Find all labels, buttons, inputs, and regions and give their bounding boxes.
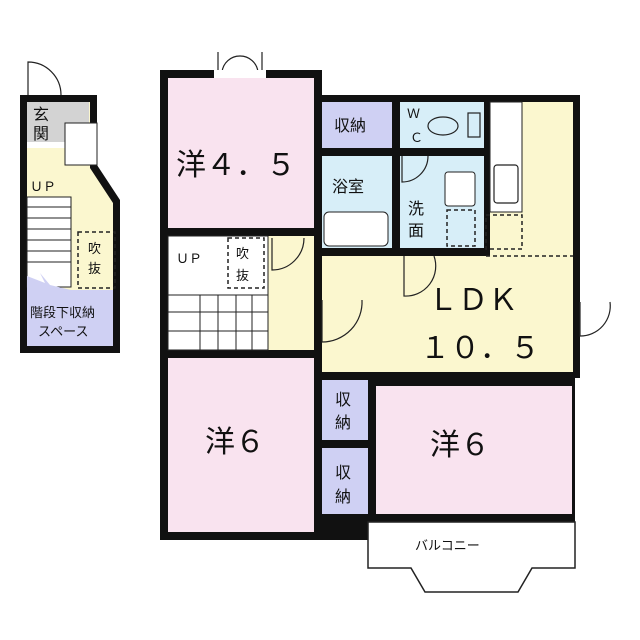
fridge-space <box>485 214 523 250</box>
washroom-label: 面 <box>408 221 424 240</box>
void-area <box>227 237 265 289</box>
room-western-6-right-label: 洋６ <box>430 428 490 463</box>
first-floor-plan: 玄 関 ＵＰ 吹 抜 階段下収納 スペース <box>20 61 120 353</box>
ldk-size-label: １０．５ <box>420 331 540 366</box>
room-western-4-5-label: 洋４．５ <box>176 148 296 183</box>
closet-middle-label: 収 <box>335 390 351 409</box>
void-area <box>77 231 116 289</box>
door-swing-icon <box>321 299 363 343</box>
balcony-door-icon <box>217 52 263 73</box>
under-stair-storage-label: 階段下収納 <box>30 306 95 321</box>
room-western-6-left-label: 洋６ <box>205 425 265 460</box>
room-western-6-right <box>376 386 572 514</box>
entrance-door-icon <box>27 61 62 96</box>
ldk-room <box>322 256 573 372</box>
void-label: 抜 <box>236 268 249 284</box>
door-swing-icon <box>271 237 305 271</box>
closet-lower-label: 納 <box>335 487 351 506</box>
wc-label: Ｃ <box>410 131 423 146</box>
closet-lower <box>322 448 368 514</box>
bathroom-label: 浴室 <box>332 177 364 196</box>
door-swing-icon <box>579 301 611 337</box>
ldk-label: ＬＤＫ <box>428 283 518 318</box>
bathtub-icon <box>323 211 389 247</box>
closet-lower-label: 収 <box>335 463 351 482</box>
toilet-room <box>400 102 484 148</box>
washer-space <box>446 209 476 247</box>
up-label: ＵＰ <box>176 252 202 267</box>
void-label: 抜 <box>88 261 101 277</box>
under-stair-storage <box>27 273 113 346</box>
shoe-cabinet <box>64 122 98 166</box>
entrance-label: 玄 <box>33 105 49 124</box>
door-swing-icon <box>401 155 429 183</box>
sink-icon <box>444 171 476 207</box>
up-label: ＵＰ <box>30 180 56 195</box>
balcony <box>367 521 576 593</box>
entrance-label: 関 <box>33 124 49 143</box>
kitchen-sink-icon <box>493 164 519 204</box>
balcony-label: バルコニー <box>415 539 480 554</box>
closet-middle-label: 納 <box>335 413 351 432</box>
toilet-icon <box>427 116 459 136</box>
room-western-4-5 <box>168 78 314 228</box>
under-stair-storage-label: スペース <box>38 325 88 340</box>
door-swing-icon <box>403 255 437 297</box>
room-western-6-left <box>168 358 314 532</box>
second-floor-plan: 洋４．５ 吹 抜 ＵＰ 収納 Ｗ Ｃ 浴室 洗 <box>160 52 611 593</box>
wc-label: Ｗ <box>407 107 420 122</box>
closet-middle <box>322 380 368 440</box>
kitchen-counter <box>489 101 523 213</box>
void-label: 吹 <box>236 247 249 262</box>
stairs <box>26 196 72 288</box>
closet-top-label: 収納 <box>334 116 366 135</box>
closet-top <box>322 102 392 148</box>
washroom-label: 洗 <box>408 199 424 218</box>
void-label: 吹 <box>88 242 101 257</box>
